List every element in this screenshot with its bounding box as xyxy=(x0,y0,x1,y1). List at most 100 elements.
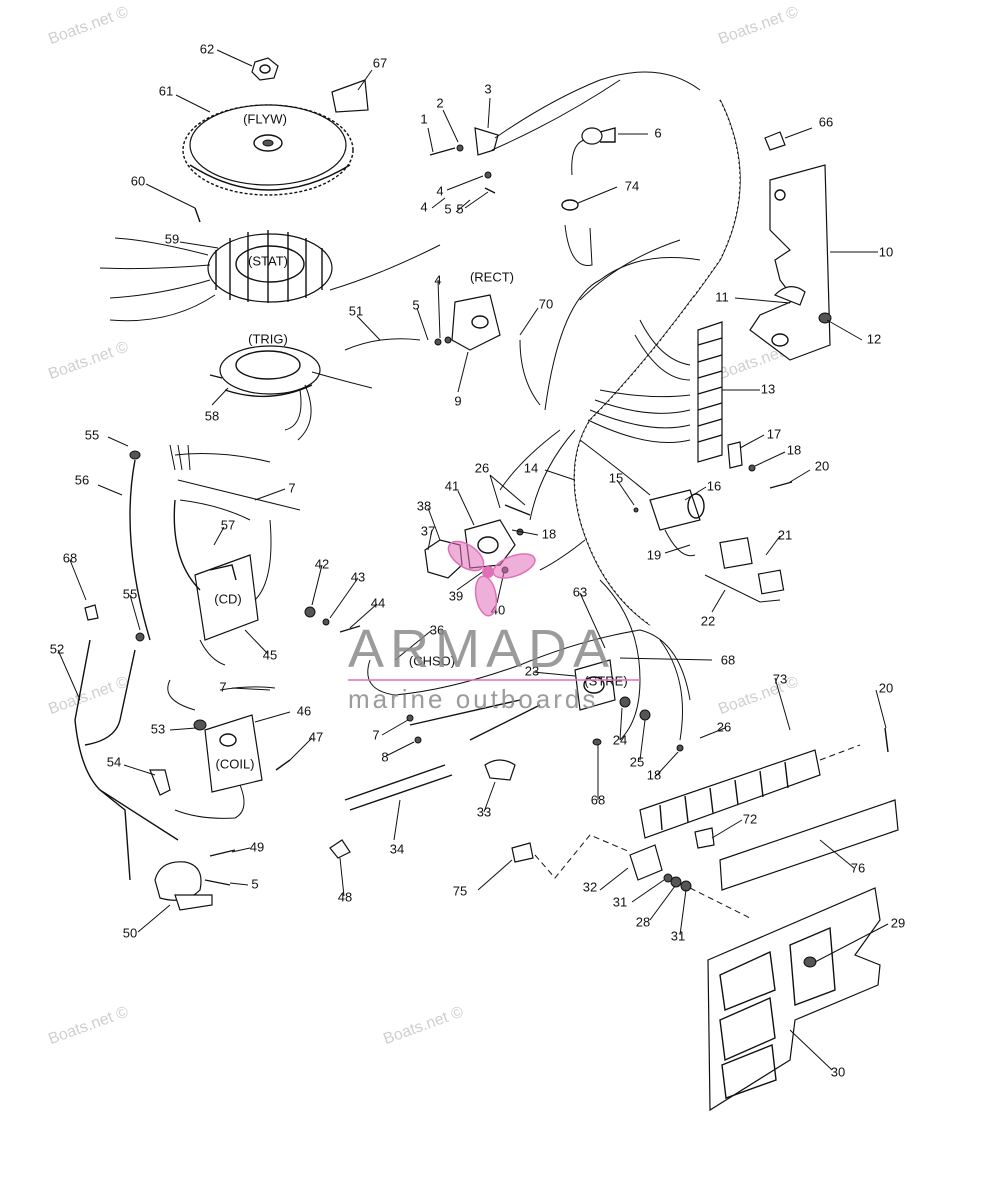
callout-number: 37 xyxy=(421,523,435,538)
nut-part xyxy=(304,606,316,618)
component-tag: (STRE) xyxy=(584,673,627,688)
plate-part xyxy=(757,569,785,595)
callout-number: 26 xyxy=(475,460,489,475)
callout-number: 29 xyxy=(891,915,905,930)
clamp-part xyxy=(773,286,806,306)
watermark: Boats.net © xyxy=(381,1003,466,1048)
screw-part xyxy=(204,879,231,886)
component-tag: (FLYW) xyxy=(243,111,287,126)
callout-number: 10 xyxy=(879,244,893,259)
propeller-icon xyxy=(447,540,536,617)
callout-number: 55 xyxy=(85,427,99,442)
lead-wire-part xyxy=(349,774,453,811)
washer-part xyxy=(322,618,330,626)
screw-part xyxy=(339,625,361,633)
brand-tagline: marine outboards xyxy=(348,684,598,714)
screw-part xyxy=(275,759,291,771)
callout-number: 15 xyxy=(609,470,623,485)
key-part xyxy=(331,79,369,113)
callout-number: 36 xyxy=(430,622,444,637)
callout-number: 20 xyxy=(815,458,829,473)
callout-number: 16 xyxy=(707,478,721,493)
callout-number: 72 xyxy=(743,811,757,826)
plate-part xyxy=(719,799,899,891)
trigger-part xyxy=(209,345,373,441)
callout-number: 58 xyxy=(205,408,219,423)
fuse-block-part xyxy=(639,744,861,839)
screw-part xyxy=(194,207,201,223)
callout-number: 25 xyxy=(630,754,644,769)
pin-part xyxy=(511,842,534,863)
callout-number: 70 xyxy=(539,296,553,311)
solenoid-part xyxy=(574,659,651,721)
dashed-line xyxy=(689,887,751,919)
callouts: 1 2 3 4 5 6 66 62 67 61 60 59 4 5 74 10 … xyxy=(50,41,905,1079)
screw-part xyxy=(209,849,236,857)
callout-number: 9 xyxy=(454,393,461,408)
callout-number: 17 xyxy=(767,426,781,441)
callout-number: 23 xyxy=(525,663,539,678)
component-tag: (TRIG) xyxy=(248,331,288,346)
callout-number: 38 xyxy=(417,498,431,513)
horn-part xyxy=(154,861,213,911)
watermark: Boats.net © xyxy=(46,1003,131,1048)
callout-number: 22 xyxy=(701,613,715,628)
callout-number: 7 xyxy=(372,727,379,742)
connector-part xyxy=(629,844,663,881)
callout-number: 12 xyxy=(867,331,881,346)
watermark: Boats.net © xyxy=(716,673,801,718)
callout-number: 54 xyxy=(107,754,121,769)
callout-number: 19 xyxy=(647,547,661,562)
wire-part xyxy=(344,338,421,351)
watermark: Boats.net © xyxy=(46,3,131,48)
callout-number: 61 xyxy=(159,83,173,98)
screw-part xyxy=(769,481,793,489)
callout-number: 68 xyxy=(63,550,77,565)
callout-number: 21 xyxy=(778,527,792,542)
key-switch-part xyxy=(649,489,705,557)
clip-part xyxy=(329,839,351,859)
clip-part xyxy=(84,604,99,621)
callout-number: 32 xyxy=(583,879,597,894)
brand-logo: ARMADA marine outboards xyxy=(348,540,640,714)
component-tag: (CD) xyxy=(214,591,241,606)
watermark: Boats.net © xyxy=(46,673,131,718)
component-tag: (RECT) xyxy=(470,269,514,284)
callout-number: 59 xyxy=(165,231,179,246)
callout-number: 31 xyxy=(671,928,685,943)
lead-wire-part xyxy=(344,764,446,801)
callout-number: 7 xyxy=(288,480,295,495)
terminal-block-part xyxy=(697,321,723,463)
callout-number: 49 xyxy=(250,839,264,854)
callout-number: 44 xyxy=(371,595,385,610)
callout-number: 18 xyxy=(647,767,661,782)
washer-part xyxy=(592,738,602,746)
rectifier-part xyxy=(434,294,541,406)
watermark: Boats.net © xyxy=(46,338,131,383)
plate-part xyxy=(719,537,753,569)
wire-part xyxy=(367,629,691,701)
callout-number: 1 xyxy=(420,111,427,126)
callout-number: 28 xyxy=(636,914,650,929)
callout-number: 33 xyxy=(477,804,491,819)
sender-part xyxy=(571,127,616,176)
harness-part xyxy=(74,639,179,881)
washer-part xyxy=(680,880,692,892)
washer-part xyxy=(676,744,684,752)
callout-number: 6 xyxy=(654,125,661,140)
callout-number: 74 xyxy=(625,178,639,193)
callout-number: 62 xyxy=(200,41,214,56)
component-tag: (COIL) xyxy=(216,756,255,771)
callout-number: 68 xyxy=(721,652,735,667)
lead-wire-part xyxy=(469,704,541,741)
wire-part xyxy=(561,199,593,266)
callout-number: 43 xyxy=(351,569,365,584)
washer-part xyxy=(633,507,639,513)
callout-number: 4 xyxy=(420,199,427,214)
lead-wire-part xyxy=(129,459,151,641)
callout-number: 18 xyxy=(542,526,556,541)
callout-number: 60 xyxy=(131,173,145,188)
callout-number: 30 xyxy=(831,1064,845,1079)
callout-number: 57 xyxy=(221,517,235,532)
